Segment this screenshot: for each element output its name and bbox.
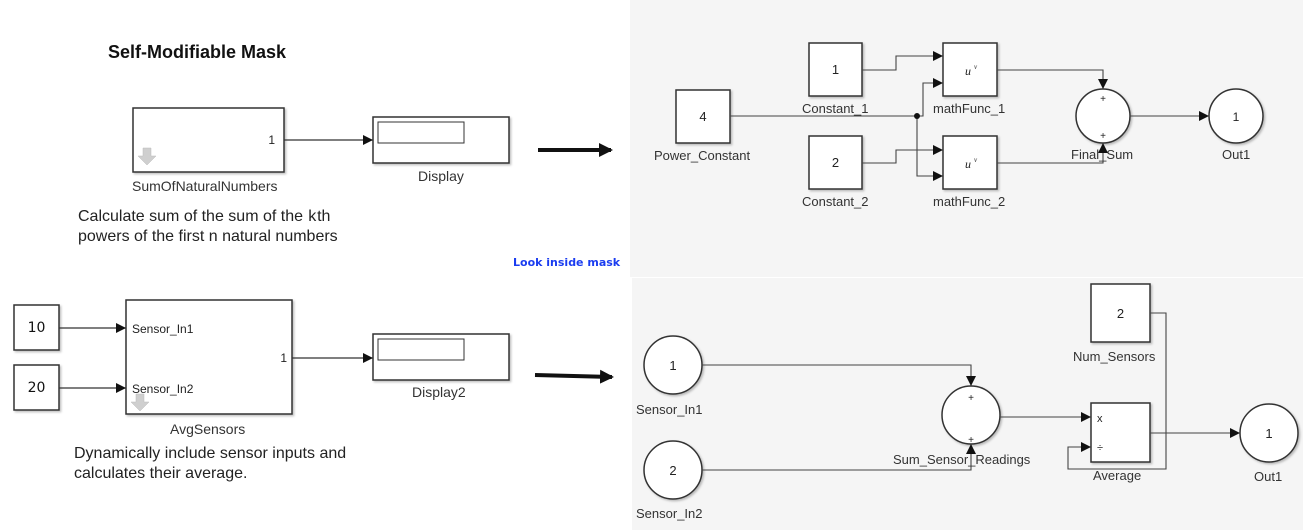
- display-value-box: [377, 338, 465, 361]
- look-inside-mask-link[interactable]: Look inside mask: [513, 256, 621, 269]
- block-label: Display: [418, 168, 464, 184]
- constant-2-block[interactable]: 2: [808, 135, 863, 190]
- block-label: Display2: [412, 384, 466, 400]
- constant-block-20[interactable]: 20: [13, 364, 60, 411]
- desc-text: Dynamically include sensor inputs and: [74, 445, 347, 462]
- desc-text: calculates their average.: [74, 465, 248, 482]
- sum-sensor-readings-block[interactable]: + +: [941, 385, 1001, 446]
- input-port-label: Sensor_In2: [132, 382, 194, 396]
- constant-value: 1: [832, 62, 839, 77]
- final-sum-block[interactable]: + +: [1075, 88, 1131, 144]
- constant-value: 20: [28, 380, 46, 396]
- display-block[interactable]: [372, 116, 510, 164]
- constant-value: 2: [832, 155, 839, 170]
- math-func-base: u: [965, 64, 971, 78]
- desc-text: th: [317, 208, 331, 225]
- block-label: Out1: [1222, 147, 1251, 162]
- mask-arrow-icon: [137, 147, 157, 166]
- sum-sign: +: [1100, 131, 1106, 142]
- output-port-label: 1: [280, 351, 287, 365]
- block-label: Out1: [1254, 469, 1283, 484]
- math-func-2-block[interactable]: u v: [942, 135, 998, 190]
- desc-text: powers of the first n natural numbers: [78, 228, 338, 245]
- block-label: Sensor_In1: [636, 402, 703, 417]
- branch-point: [914, 113, 920, 119]
- pointer-arrow-icon: [534, 369, 614, 384]
- math-func-base: u: [965, 157, 971, 171]
- sum-sign: +: [968, 435, 974, 446]
- example2-description: Dynamically include sensor inputs and ca…: [74, 444, 346, 484]
- block-label: Power_Constant: [654, 148, 751, 163]
- example1-description: Calculate sum of the sum of the kth powe…: [78, 207, 338, 247]
- constant-block-10[interactable]: 10: [13, 304, 60, 351]
- port-number: 1: [669, 358, 676, 373]
- out1-port[interactable]: 1: [1208, 88, 1264, 144]
- port-number: 2: [669, 463, 676, 478]
- port-number: 1: [1265, 426, 1272, 441]
- input-port-label: Sensor_In1: [132, 322, 194, 336]
- constant-1-block[interactable]: 1: [808, 42, 863, 97]
- block-label: Sum_Sensor_Readings: [893, 452, 1031, 467]
- signal-line: [702, 364, 976, 386]
- masked-block-sum-of-natural-numbers[interactable]: 1: [132, 107, 285, 173]
- block-label: SumOfNaturalNumbers: [132, 178, 278, 194]
- signal-line: [702, 444, 976, 471]
- block-label: mathFunc_2: [933, 194, 1006, 209]
- block-label: Constant_2: [802, 194, 869, 209]
- block-label: Sensor_In2: [636, 506, 703, 521]
- desc-k: k: [307, 208, 318, 226]
- block-label: Average: [1093, 468, 1142, 483]
- math-func-1-block[interactable]: u v: [942, 42, 998, 97]
- sum-sign: +: [1100, 94, 1106, 105]
- signal-line: [862, 145, 943, 164]
- port-number: 1: [1233, 110, 1240, 124]
- block-label: AvgSensors: [170, 421, 246, 437]
- desc-text: Calculate sum of the sum of the: [78, 208, 308, 225]
- page-title: Self-Modifiable Mask: [108, 42, 287, 62]
- constant-value: 2: [1117, 306, 1124, 321]
- signal-line: [916, 116, 943, 181]
- math-func-exp: v: [974, 63, 978, 71]
- num-sensors-block[interactable]: 2: [1090, 283, 1151, 343]
- block-label: Final_Sum: [1071, 147, 1134, 162]
- signal-line: [997, 143, 1108, 164]
- output-port-label: 1: [268, 133, 275, 147]
- signal-line: [862, 51, 943, 71]
- block-label: Constant_1: [802, 101, 869, 116]
- display2-block[interactable]: [372, 333, 510, 381]
- block-label: Num_Sensors: [1073, 349, 1156, 364]
- product-op: ÷: [1097, 442, 1103, 454]
- signal-line: [1067, 312, 1167, 470]
- constant-value: 10: [28, 320, 46, 336]
- sensor-in1-port[interactable]: 1: [643, 335, 703, 395]
- constant-value: 4: [699, 109, 706, 124]
- out1-port-2[interactable]: 1: [1239, 403, 1299, 463]
- display-value-box: [377, 121, 465, 144]
- masked-block-avg-sensors[interactable]: Sensor_In1 Sensor_In2 1: [125, 299, 293, 415]
- math-func-exp: v: [974, 156, 978, 164]
- power-constant-block[interactable]: 4: [675, 89, 731, 144]
- sensor-in2-port[interactable]: 2: [643, 440, 703, 500]
- mask-arrow-icon: [130, 393, 150, 412]
- block-label: mathFunc_1: [933, 101, 1006, 116]
- average-block[interactable]: x ÷: [1090, 402, 1151, 463]
- product-op: x: [1097, 413, 1103, 425]
- signal-line: [997, 69, 1108, 89]
- sum-sign: +: [968, 393, 974, 404]
